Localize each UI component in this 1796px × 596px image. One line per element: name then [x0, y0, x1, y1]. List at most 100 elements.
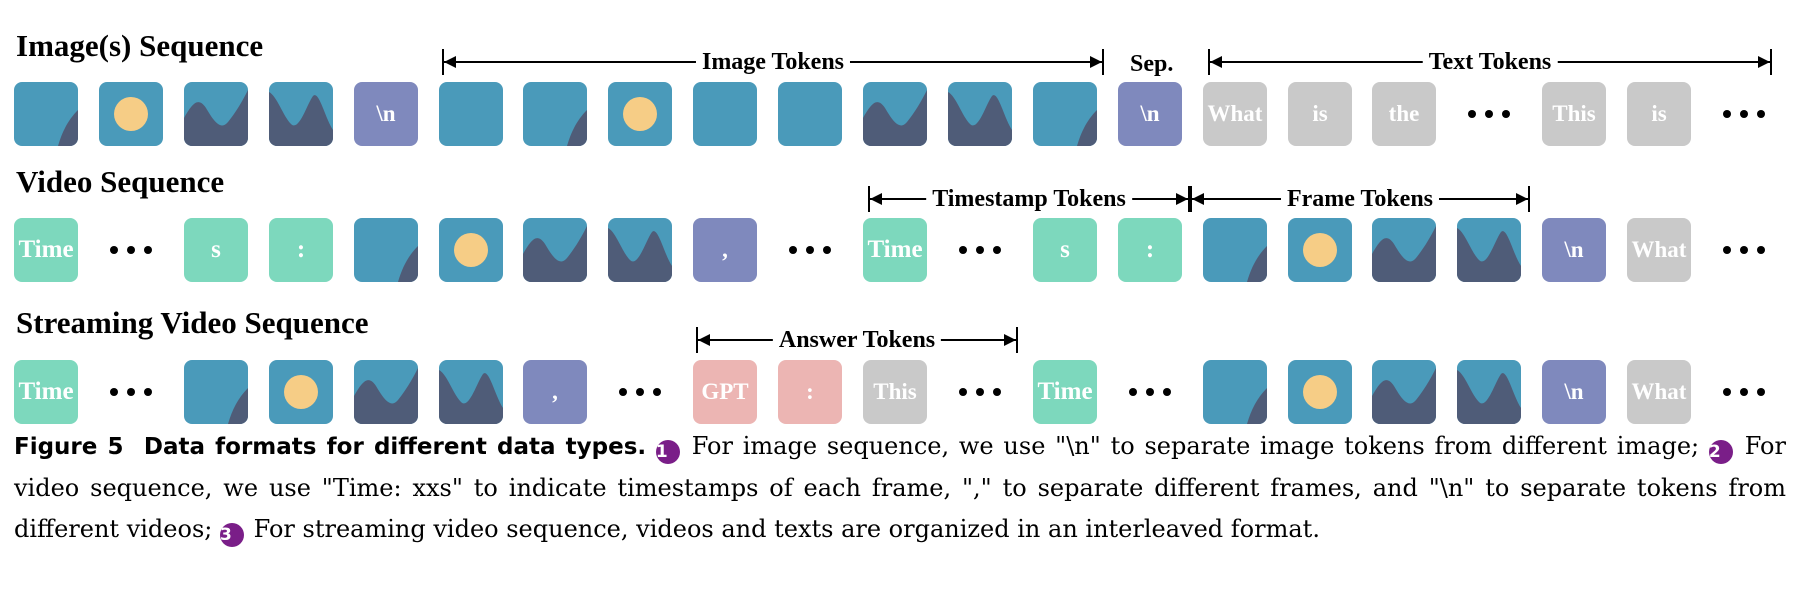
- caption-part-2: For video sequence, we use "Time: xxs" t…: [14, 432, 1786, 543]
- image-token-tile: [99, 82, 163, 146]
- image-token-tile: [778, 82, 842, 146]
- answer-token-tile: GPT: [693, 360, 757, 424]
- text-token-tile: What: [1627, 360, 1691, 424]
- timestamp-token-tile: s: [1033, 218, 1097, 282]
- frame-tokens-label: Frame Tokens: [1280, 185, 1440, 213]
- image-token-tile: [523, 218, 587, 282]
- text-token-tile: the: [1372, 82, 1436, 146]
- answer-tokens-bracket: Answer Tokens: [696, 326, 1018, 354]
- token-label: Time: [867, 236, 923, 263]
- image-token-tile: [184, 360, 248, 424]
- separator-token-tile: \n: [354, 82, 418, 146]
- ellipsis-icon: [1712, 82, 1776, 146]
- timestamp-token-tile: Time: [1033, 360, 1097, 424]
- image-token-tile: [1203, 360, 1267, 424]
- text-tokens-bracket: Text Tokens: [1208, 48, 1772, 76]
- ellipsis-icon: [1457, 82, 1521, 146]
- token-label: What: [1631, 237, 1687, 262]
- token-label: What: [1631, 379, 1687, 404]
- separator-token-tile: ,: [523, 360, 587, 424]
- token-label: s: [1060, 236, 1070, 263]
- text-tokens-label: Text Tokens: [1422, 48, 1558, 76]
- image-token-tile: [269, 82, 333, 146]
- image-token-tile: [693, 82, 757, 146]
- timestamp-tokens-label: Timestamp Tokens: [926, 185, 1132, 213]
- token-label: This: [873, 379, 917, 404]
- caption-part-3: For streaming video sequence, videos and…: [253, 515, 1320, 543]
- marker-3-icon: 3: [220, 523, 244, 547]
- token-label: What: [1207, 101, 1263, 126]
- image-sequence-title: Image(s) Sequence: [16, 28, 264, 63]
- answer-tokens-label: Answer Tokens: [772, 326, 942, 354]
- token-label: :: [806, 379, 814, 404]
- figure-title: Data formats for different data types.: [143, 434, 647, 460]
- figure-label: Figure 5: [14, 434, 124, 460]
- timestamp-token-tile: Time: [14, 360, 78, 424]
- text-token-tile: What: [1203, 82, 1267, 146]
- token-label: Time: [18, 378, 74, 405]
- image-token-tile: [1457, 218, 1521, 282]
- image-token-tile: [863, 82, 927, 146]
- image-token-tile: [184, 82, 248, 146]
- ellipsis-icon: [948, 360, 1012, 424]
- ellipsis-icon: [99, 218, 163, 282]
- image-token-tile: [948, 82, 1012, 146]
- separator-token-tile: \n: [1542, 360, 1606, 424]
- token-label: GPT: [701, 379, 749, 404]
- image-token-tile: [1288, 360, 1352, 424]
- token-label: \n: [1564, 379, 1584, 404]
- timestamp-token-tile: :: [1118, 218, 1182, 282]
- text-token-tile: is: [1288, 82, 1352, 146]
- token-label: Time: [18, 236, 74, 263]
- frame-tokens-bracket: Frame Tokens: [1190, 185, 1530, 213]
- image-token-tile: [1288, 218, 1352, 282]
- image-token-tile: [269, 360, 333, 424]
- separator-token-tile: \n: [1542, 218, 1606, 282]
- token-label: \n: [376, 101, 396, 126]
- text-token-tile: is: [1627, 82, 1691, 146]
- ellipsis-icon: [948, 218, 1012, 282]
- caption-part-1: For image sequence, we use "\n" to separ…: [691, 432, 1700, 460]
- image-token-tile: [608, 218, 672, 282]
- token-label: Time: [1037, 378, 1093, 405]
- token-label: is: [1651, 101, 1667, 126]
- ellipsis-icon: [1712, 218, 1776, 282]
- image-token-tile: [1457, 360, 1521, 424]
- image-token-tile: [608, 82, 672, 146]
- token-label: This: [1552, 101, 1596, 126]
- timestamp-token-tile: :: [269, 218, 333, 282]
- token-label: the: [1388, 101, 1420, 126]
- token-label: :: [296, 236, 306, 263]
- image-token-tile: [523, 82, 587, 146]
- timestamp-token-tile: Time: [863, 218, 927, 282]
- image-token-tile: [439, 360, 503, 424]
- separator-token-tile: ,: [693, 218, 757, 282]
- text-token-tile: This: [863, 360, 927, 424]
- image-token-tile: [1203, 218, 1267, 282]
- image-token-tile: [1372, 218, 1436, 282]
- image-token-tile: [1033, 82, 1097, 146]
- separator-label: Sep.: [1130, 51, 1174, 77]
- image-token-tile: [439, 218, 503, 282]
- timestamp-token-tile: Time: [14, 218, 78, 282]
- token-label: :: [1145, 236, 1155, 263]
- token-label: \n: [1564, 237, 1584, 262]
- token-label: ,: [552, 379, 558, 404]
- token-label: \n: [1140, 101, 1160, 126]
- image-token-tile: [14, 82, 78, 146]
- token-label: is: [1312, 101, 1328, 126]
- marker-1-icon: 1: [655, 440, 680, 464]
- ellipsis-icon: [778, 218, 842, 282]
- answer-token-tile: :: [778, 360, 842, 424]
- image-token-tile: [354, 360, 418, 424]
- ellipsis-icon: [1118, 360, 1182, 424]
- image-token-tile: [354, 218, 418, 282]
- marker-2-icon: 2: [1708, 440, 1733, 464]
- image-token-tile: [439, 82, 503, 146]
- text-token-tile: This: [1542, 82, 1606, 146]
- ellipsis-icon: [1712, 360, 1776, 424]
- ellipsis-icon: [99, 360, 163, 424]
- timestamp-token-tile: s: [184, 218, 248, 282]
- streaming-video-sequence-title: Streaming Video Sequence: [16, 305, 369, 340]
- text-token-tile: What: [1627, 218, 1691, 282]
